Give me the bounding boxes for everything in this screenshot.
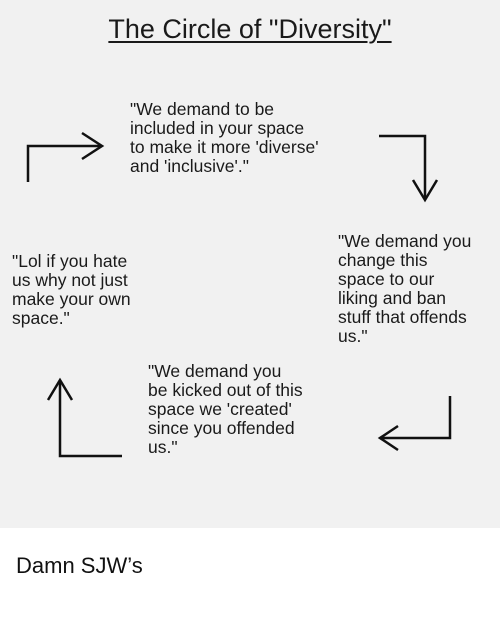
quote-left: "Lol if you hate us why not just make yo…	[12, 251, 131, 328]
arrow-down-icon	[379, 134, 439, 203]
quote-top: "We demand to be included in your space …	[130, 99, 319, 176]
arrow-right-icon	[26, 131, 105, 182]
post-caption: Damn SJW’s	[16, 553, 143, 578]
quote-right: "We demand you change this space to our …	[338, 231, 472, 346]
arrow-up-icon	[46, 377, 122, 458]
quote-bottom: "We demand you be kicked out of this spa…	[148, 361, 303, 457]
meme-title: The Circle of "Diversity"	[108, 14, 392, 44]
arrow-left-icon	[377, 396, 452, 452]
meme-image: The Circle of "Diversity" "We demand to …	[0, 0, 500, 528]
